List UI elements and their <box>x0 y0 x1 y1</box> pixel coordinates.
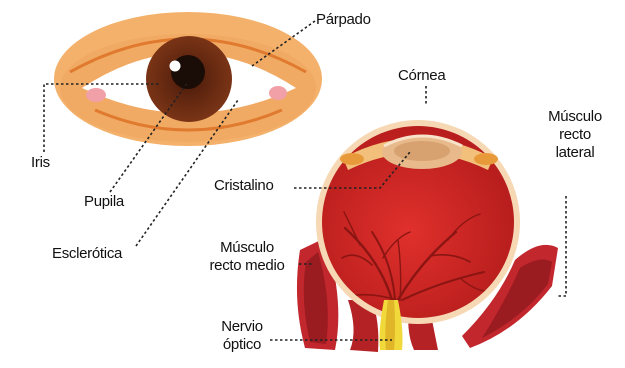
caruncle-left <box>86 88 106 102</box>
ciliary-right <box>474 153 498 165</box>
label-nervio-line-1: Nervio <box>214 318 270 336</box>
label-iris: Iris <box>31 154 50 172</box>
label-musculo-lateral-line-1: Músculo <box>540 108 610 126</box>
label-nervio-optico: Nervio óptico <box>214 318 270 354</box>
label-musculo-lateral: Músculo recto lateral <box>540 108 610 162</box>
label-cristalino: Cristalino <box>214 177 274 195</box>
label-parpado: Párpado <box>316 11 371 29</box>
leader-lateral <box>556 196 566 296</box>
lens-core <box>394 141 450 161</box>
label-pupila: Pupila <box>84 193 124 211</box>
label-cornea: Córnea <box>398 67 445 85</box>
label-musculo-medio-line-2: recto medio <box>196 257 298 275</box>
label-musculo-medio-line-1: Músculo <box>196 239 298 257</box>
label-esclerotica: Esclerótica <box>52 245 122 263</box>
eye-highlight <box>170 61 181 72</box>
label-nervio-line-2: óptico <box>214 336 270 354</box>
label-musculo-medio: Músculo recto medio <box>196 239 298 275</box>
eyeball-section <box>297 120 558 352</box>
external-eye <box>54 12 322 146</box>
pupil-disc <box>171 55 205 89</box>
label-musculo-lateral-line-2: recto <box>540 126 610 144</box>
caruncle-right <box>269 86 287 100</box>
ciliary-left <box>340 153 364 165</box>
label-musculo-lateral-line-3: lateral <box>540 144 610 162</box>
